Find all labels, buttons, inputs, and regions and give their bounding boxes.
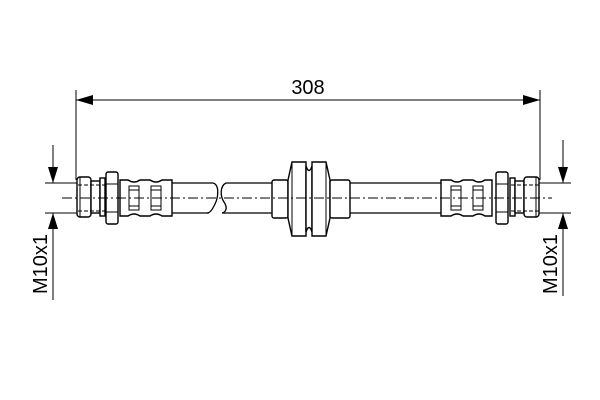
arrow-down-icon — [48, 167, 58, 183]
length-dimension: 308 — [75, 77, 541, 180]
right-thread-label: M10x1 — [540, 234, 562, 294]
center-bracket — [271, 161, 351, 237]
arrow-left-icon — [76, 95, 93, 105]
left-end-fitting — [76, 171, 173, 225]
arrow-down-icon — [558, 167, 568, 183]
arrow-up-icon — [558, 213, 568, 229]
right-thread-callout: M10x1 — [539, 140, 571, 296]
left-thread-callout: M10x1 — [30, 145, 77, 300]
arrow-up-icon — [48, 213, 58, 229]
arrow-right-icon — [523, 95, 540, 105]
length-value: 308 — [291, 77, 324, 99]
left-thread-label: M10x1 — [30, 234, 52, 294]
hose-body — [172, 182, 441, 214]
